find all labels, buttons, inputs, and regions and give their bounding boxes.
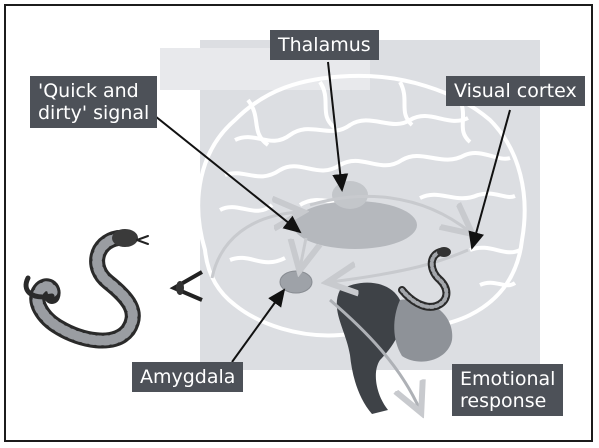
amygdala-region: [280, 271, 312, 293]
label-amygdala: Amygdala: [132, 362, 243, 392]
label-quick-dirty-signal: 'Quick and dirty' signal: [30, 76, 157, 128]
snake-icon: [26, 229, 148, 341]
eye-icon: [174, 272, 202, 300]
label-emotional-response: Emotional response: [452, 364, 563, 416]
label-thalamus: Thalamus: [270, 30, 379, 60]
label-visual-cortex: Visual cortex: [446, 76, 585, 106]
